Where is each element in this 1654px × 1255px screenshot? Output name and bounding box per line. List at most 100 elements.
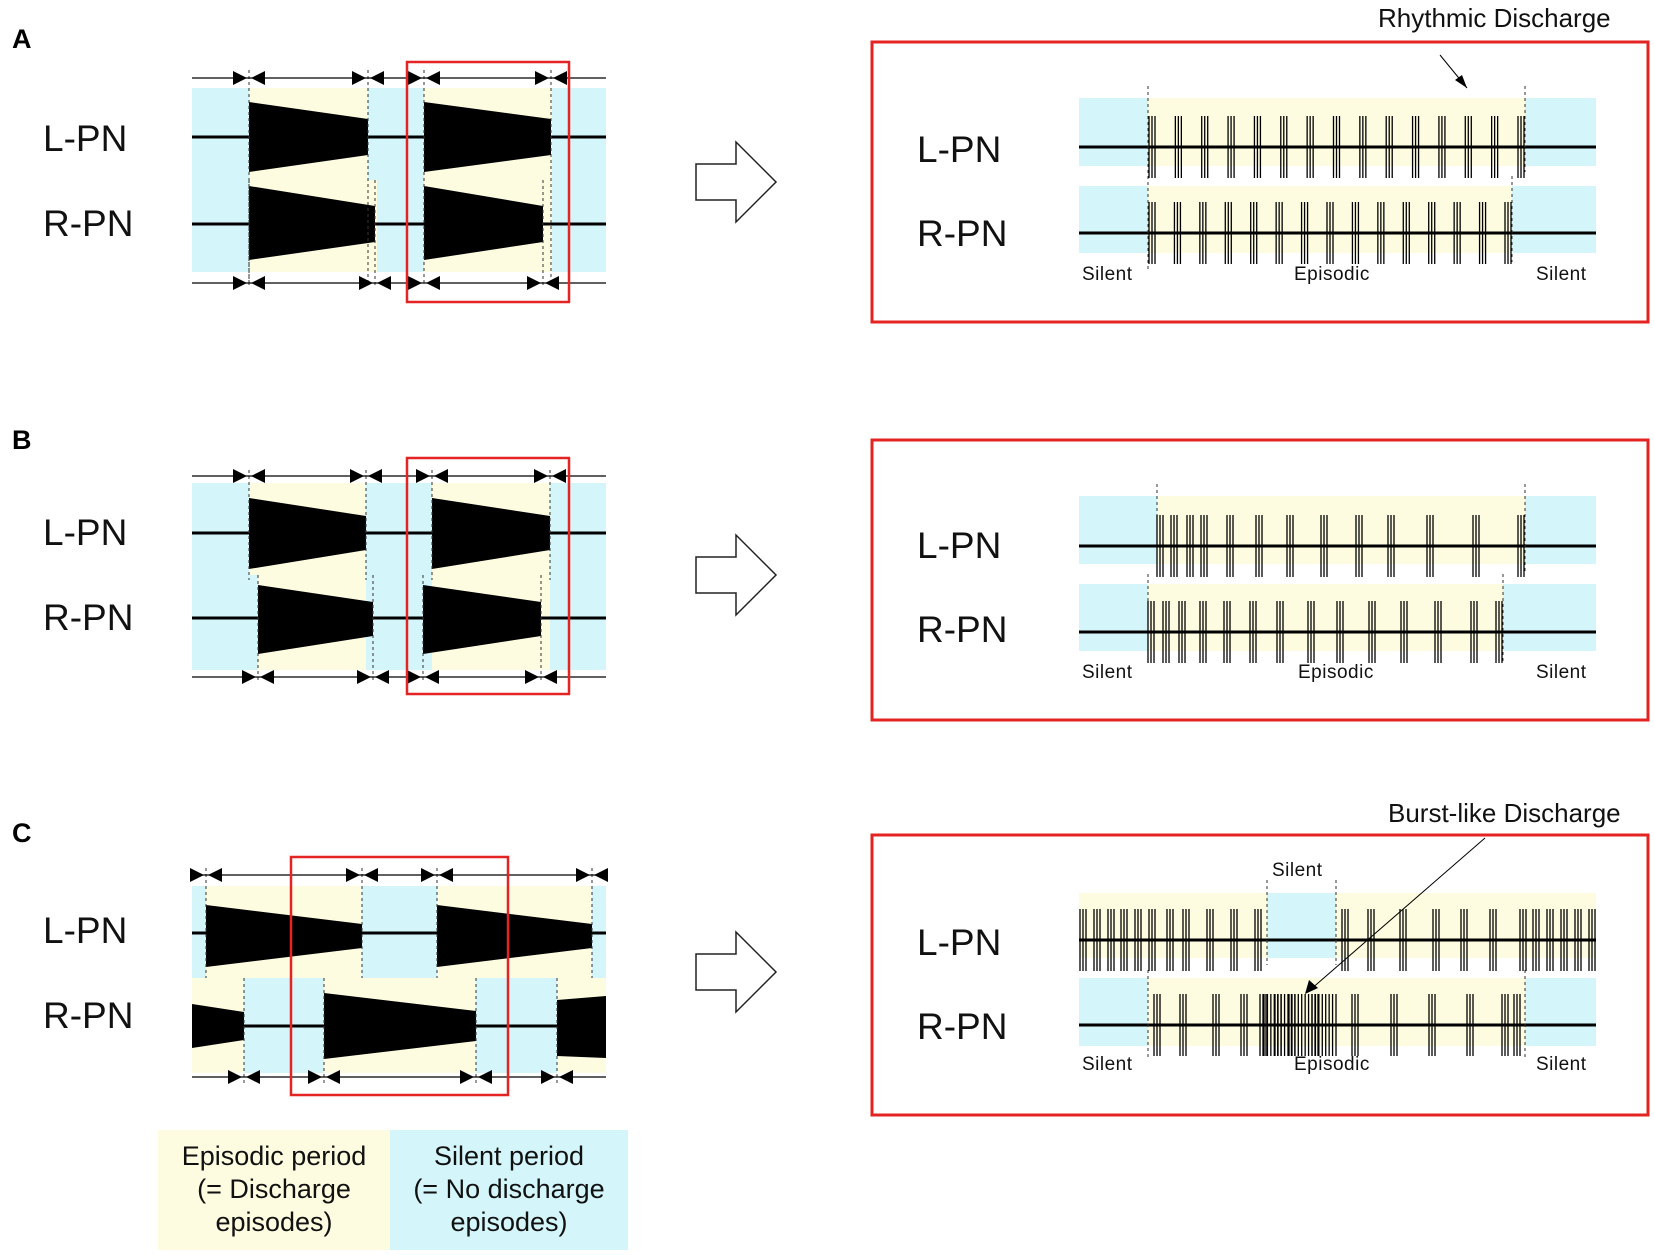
legend-episodic-line1: Episodic period <box>181 1141 367 1171</box>
panel-a-left-lpn-label: L-PN <box>43 118 128 159</box>
panel-b-left-bg-2 <box>366 483 432 670</box>
legend-episodic-period: Episodic period (= Discharge episodes) <box>158 1130 390 1250</box>
legend-episodic-line2: (= Discharge <box>197 1174 351 1204</box>
panel-b-bottom-arrow-arrowhead-l1 <box>375 670 389 684</box>
panel-a-top-arrow-arrowhead-l3 <box>553 71 567 85</box>
panel-c-inner-silent-label: Silent <box>1272 860 1323 881</box>
panel-a-right-bg-3 <box>1079 186 1148 253</box>
panel-c-left-envelope-4 <box>557 996 606 1058</box>
panel-b-top-arrow-arrowhead-l3 <box>552 469 566 483</box>
panel-c-letter: C <box>12 818 32 848</box>
panel-a-left-envelope-3 <box>424 186 543 260</box>
panel-c-right-bg-5 <box>1525 978 1596 1046</box>
panel-c-left-envelope-3 <box>324 993 476 1059</box>
panel-c-top-arrow-arrowhead-r0 <box>190 868 204 882</box>
panel-a-bottom-arrow-arrowhead-r2 <box>408 276 422 290</box>
panel-b-silent-left-label: Silent <box>1082 662 1133 683</box>
panel-a-left-bg-4 <box>552 88 606 272</box>
panel-a-right-rpn-label: R-PN <box>917 213 1008 254</box>
panel-a-bottom-arrow-arrowhead-r1 <box>359 276 373 290</box>
panel-b-top-arrow-arrowhead-r1 <box>350 469 364 483</box>
panel-a-top-arrow-arrowhead-l0 <box>251 71 265 85</box>
panel-c-right-highlight-box <box>870 833 1650 1117</box>
panel-b-left-envelope-1 <box>258 585 373 654</box>
rhythmic-discharge-pointer-head <box>1455 75 1467 88</box>
legend-silent-period: Silent period (= No discharge episodes) <box>390 1130 628 1250</box>
panel-a-left-envelope-1 <box>249 186 375 260</box>
panel-a-left-bg-0 <box>192 88 249 272</box>
panel-a-transition-arrow <box>695 140 778 224</box>
panel-c-left-envelope-2 <box>192 1004 244 1048</box>
panel-b-silent-right-label: Silent <box>1536 662 1587 683</box>
panel-b-transition-arrow <box>695 533 778 617</box>
panel-b-right-bg-5 <box>1503 584 1596 651</box>
panel-a-left-rpn-label: R-PN <box>43 203 134 244</box>
panel-c-bottom-arrow-arrowhead-r2 <box>460 1070 474 1084</box>
panel-b-left-envelope-0 <box>249 498 366 569</box>
panel-a-silent-left-label: Silent <box>1082 264 1133 285</box>
panel-b-right-lpn-label: L-PN <box>917 525 1002 566</box>
burst-like-discharge-pointer <box>1309 837 1486 991</box>
panel-c-right-bg-1 <box>1267 893 1336 958</box>
panel-b-top-arrow-arrowhead-l1 <box>368 469 382 483</box>
panel-c-bottom-arrow-arrowhead-l3 <box>559 1070 573 1084</box>
panel-a-top-arrow-arrowhead-r0 <box>233 71 247 85</box>
legend-episodic-line3: episodes) <box>215 1207 333 1237</box>
panel-b-bottom-arrow-arrowhead-l3 <box>543 670 557 684</box>
panel-c-top-arrow-arrowhead-r1 <box>346 868 360 882</box>
panel-b-right-rpn-label: R-PN <box>917 609 1008 650</box>
panel-a-bottom-arrow-arrowhead-l0 <box>251 276 265 290</box>
panel-b-bottom-arrow-arrowhead-l2 <box>425 670 439 684</box>
panel-c-bottom-arrow-arrowhead-r3 <box>541 1070 555 1084</box>
panel-b-left-bg-4 <box>550 483 606 670</box>
panel-a-top-arrow-arrowhead-l1 <box>370 71 384 85</box>
panel-c-top-arrow-arrowhead-l2 <box>439 868 453 882</box>
panel-b-right-highlight-box <box>870 438 1650 722</box>
panel-a-silent-right-label: Silent <box>1536 264 1587 285</box>
panel-c-left-envelope-0 <box>206 905 362 967</box>
panel-a-top-arrow-arrowhead-r2 <box>408 71 422 85</box>
panel-a-right-highlight-box <box>870 40 1650 324</box>
panel-a-left-envelope-2 <box>424 102 551 172</box>
legend-silent-line3: episodes) <box>450 1207 568 1237</box>
panel-b-bottom-arrow-arrowhead-l0 <box>260 670 274 684</box>
panel-c-left-rpn-label: R-PN <box>43 995 134 1036</box>
panel-a-bottom-arrow-arrowhead-l3 <box>545 276 559 290</box>
panel-c-transition-arrow <box>695 930 778 1014</box>
panel-a-left-envelope-0 <box>249 102 368 172</box>
panel-b-top-arrow-arrowhead-l0 <box>251 469 265 483</box>
legend-silent-line2: (= No discharge <box>413 1174 605 1204</box>
panel-c-top-arrow-arrowhead-l3 <box>594 868 608 882</box>
panel-b-left-rpn-label: R-PN <box>43 597 134 638</box>
panel-c-bottom-arrow-arrowhead-l1 <box>326 1070 340 1084</box>
panel-b-right-bg-4 <box>1148 584 1503 651</box>
panel-b-left-bg-7 <box>541 575 550 670</box>
panel-b-bottom-arrow-arrowhead-r0 <box>242 670 256 684</box>
panel-b-bottom-arrow-arrowhead-r3 <box>525 670 539 684</box>
panel-a-left-highlight-box <box>405 60 571 304</box>
panel-c-silent-left-label: Silent <box>1082 1054 1133 1075</box>
panel-b-episodic-label: Episodic <box>1298 662 1374 683</box>
burst-like-discharge-annotation: Burst-like Discharge <box>1388 798 1621 828</box>
panel-c-top-arrow-arrowhead-l0 <box>208 868 222 882</box>
panel-b-left-envelope-3 <box>423 585 541 654</box>
panel-b-bottom-arrow-arrowhead-r2 <box>407 670 421 684</box>
panel-b-bottom-arrow-arrowhead-r1 <box>357 670 371 684</box>
panel-c-top-arrow-arrowhead-l1 <box>364 868 378 882</box>
panel-a-bottom-arrow-arrowhead-l2 <box>426 276 440 290</box>
panel-c-episodic-label: Episodic <box>1294 1054 1370 1075</box>
panel-c-right-bg-2 <box>1336 893 1596 958</box>
panel-c-bottom-arrow-arrowhead-l2 <box>478 1070 492 1084</box>
panel-a-bottom-arrow-arrowhead-l1 <box>377 276 391 290</box>
panel-a-bottom-arrow-arrowhead-r0 <box>233 276 247 290</box>
panel-a-right-bg-0 <box>1079 98 1148 166</box>
panel-b-right-bg-2 <box>1525 496 1596 564</box>
panel-c-silent-right-label: Silent <box>1536 1054 1587 1075</box>
panel-a-right-bg-5 <box>1512 186 1596 253</box>
panel-a-letter: A <box>12 24 32 54</box>
panel-c-left-highlight-box <box>289 855 510 1097</box>
panel-b-left-lpn-label: L-PN <box>43 512 128 553</box>
panel-a-right-bg-2 <box>1525 98 1596 166</box>
panel-a-bottom-arrow-arrowhead-r3 <box>527 276 541 290</box>
panel-b-top-arrow-arrowhead-l2 <box>434 469 448 483</box>
